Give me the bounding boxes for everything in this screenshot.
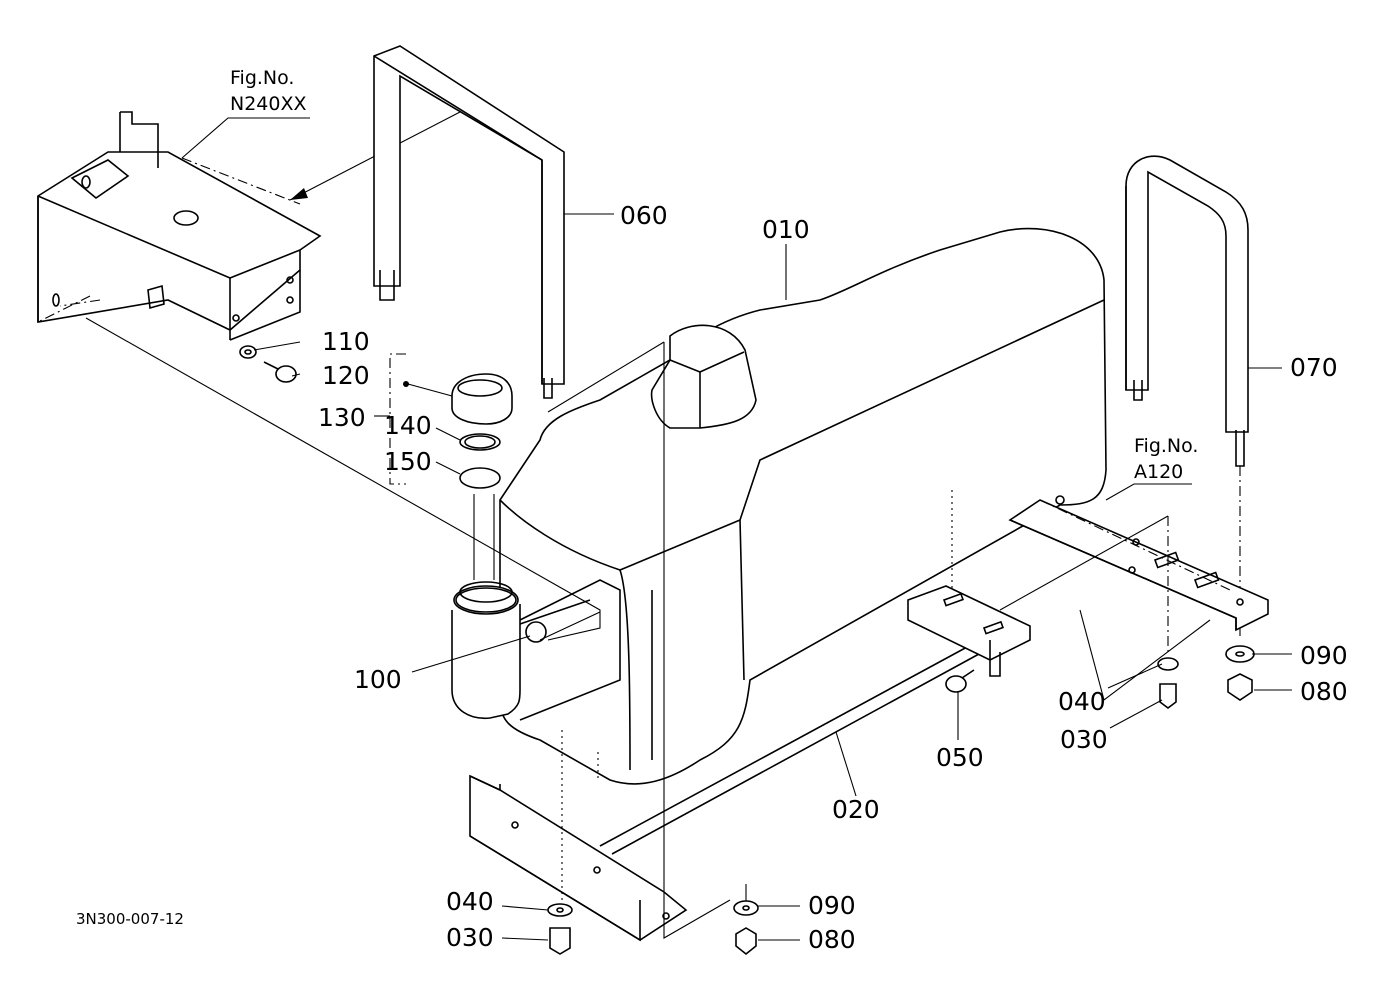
- filler-neck: [451, 579, 621, 721]
- fuel-tank-010: [499, 227, 1107, 785]
- part-label-150: 150: [384, 447, 432, 476]
- bolt-120: [263, 361, 297, 383]
- leader-lines: [253, 213, 1292, 941]
- nut-030-bottom: [549, 927, 571, 955]
- nut-030-right: [1159, 683, 1177, 709]
- part-label-020: 020: [832, 795, 880, 824]
- bolt-050: [945, 669, 975, 693]
- part-label-100: 100: [354, 665, 402, 694]
- bracket-center: [907, 490, 1031, 677]
- washer-090-bottom: [733, 900, 759, 916]
- part-label-030-bottom: 030: [446, 923, 494, 952]
- part-label-040: 040: [1058, 687, 1106, 716]
- base-frame: [469, 639, 991, 942]
- part-label-060: 060: [620, 201, 668, 230]
- fig-ref-number: N240XX: [230, 93, 307, 115]
- cap-set: [389, 353, 513, 580]
- part-label-080-bottom: 080: [808, 925, 856, 954]
- part-label-080: 080: [1300, 677, 1348, 706]
- part-label-120: 120: [322, 361, 370, 390]
- nut-080-bottom: [735, 927, 757, 956]
- rail-right: [1008, 495, 1269, 656]
- nut-080-right: [1227, 673, 1253, 701]
- fig-ref-number: A120: [1134, 461, 1183, 483]
- drawing-code: 3N300-007-12: [76, 910, 184, 928]
- hose-100: [519, 599, 601, 643]
- part-label-110: 110: [322, 327, 370, 356]
- part-label-010: 010: [762, 215, 810, 244]
- mount-bracket-left: [37, 111, 322, 341]
- part-label-130: 130: [318, 403, 366, 432]
- fig-ref-n240xx: Fig.No. N240XX: [230, 67, 307, 115]
- strap-060: [373, 45, 565, 399]
- part-label-050: 050: [936, 743, 984, 772]
- part-label-140: 140: [384, 411, 432, 440]
- part-label-090-bottom: 090: [808, 891, 856, 920]
- part-label-030: 030: [1060, 725, 1108, 754]
- fig-ref-label: Fig.No.: [1134, 435, 1198, 457]
- fig-ref-a120: Fig.No. A120: [1134, 435, 1198, 483]
- washer-110: [239, 345, 257, 359]
- part-label-070: 070: [1290, 353, 1338, 382]
- washer-090-right: [1225, 645, 1255, 663]
- part-label-090: 090: [1300, 641, 1348, 670]
- part-label-040-bottom: 040: [446, 887, 494, 916]
- strap-070: [1125, 155, 1249, 640]
- fig-ref-label: Fig.No.: [230, 67, 294, 89]
- washer-040-bottom: [547, 903, 573, 917]
- washer-040-right: [1157, 657, 1179, 671]
